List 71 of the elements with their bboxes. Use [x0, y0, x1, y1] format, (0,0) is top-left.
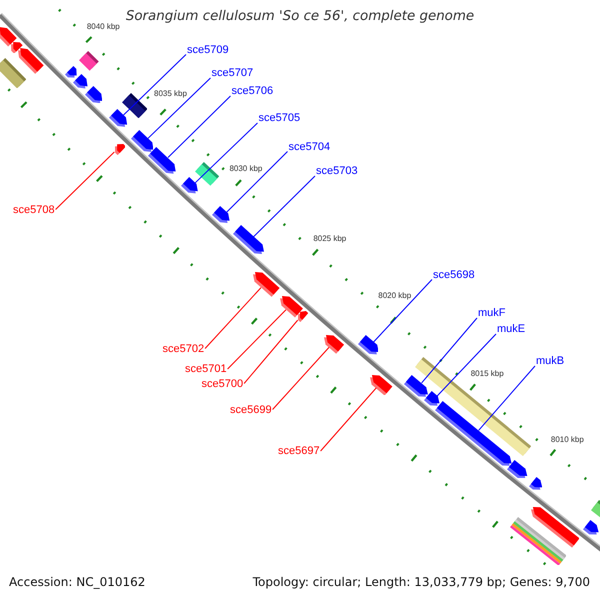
gene-block — [130, 130, 154, 152]
gene-label: sce5699 — [230, 404, 272, 416]
gene-block — [148, 146, 176, 174]
gene-block — [212, 206, 230, 224]
gene-label: sce5704 — [288, 140, 330, 154]
scale-label: 8020 kbp — [378, 291, 412, 300]
gene-block — [324, 335, 344, 354]
feature-bar — [194, 162, 219, 186]
gene-block — [108, 108, 127, 127]
gene-label: sce5703 — [316, 165, 358, 178]
gene-block — [358, 335, 378, 355]
scale-label: 8040 kbp — [86, 22, 120, 31]
leader-line — [436, 334, 496, 396]
gene-label: mukF — [478, 307, 506, 320]
genome-summary: Topology: circular; Length: 13,033,779 bp; Genes: 9,700 — [252, 575, 590, 589]
feature-bar — [122, 92, 148, 118]
scale-label: 8025 kbp — [313, 234, 346, 244]
leader-line — [244, 320, 298, 384]
striped-bar — [510, 516, 566, 566]
gene-label: sce5698 — [433, 268, 475, 282]
leader-line — [272, 346, 330, 410]
gene-block — [73, 74, 88, 89]
gene-block — [424, 391, 440, 406]
leader-line — [421, 318, 478, 384]
leader-line — [194, 122, 258, 184]
leader-line — [123, 54, 186, 116]
gene-block — [85, 86, 102, 103]
gene-label: sce5706 — [232, 85, 274, 98]
leader-line — [227, 309, 286, 370]
feature-bar — [415, 357, 532, 457]
gene-block — [18, 48, 44, 74]
gene-block — [370, 374, 393, 396]
gene-block — [280, 296, 303, 318]
accession-note: Accession: NC_010162 — [9, 575, 146, 589]
gene-block — [528, 477, 542, 490]
gene-label: mukE — [497, 323, 526, 336]
scale-label: 8030 kbp — [229, 164, 262, 173]
leader-line — [147, 78, 211, 139]
feature-bar — [79, 51, 99, 71]
gene-label: sce5709 — [187, 44, 229, 56]
gene-block — [65, 66, 77, 78]
gene-label: sce5697 — [278, 445, 320, 458]
gene-block — [583, 520, 599, 535]
leader-line — [226, 151, 288, 213]
scale-label: 8010 kbp — [550, 434, 584, 444]
gene-block — [253, 272, 280, 298]
gene-label: sce5708 — [13, 204, 55, 216]
leader-line — [168, 96, 231, 158]
leader-line — [55, 151, 115, 210]
gene-label: mukB — [536, 355, 564, 368]
leader-line — [478, 366, 536, 431]
gene-block — [404, 374, 428, 397]
scale-label: 8035 kbp — [154, 89, 187, 98]
scale-label: 8015 kbp — [470, 369, 504, 378]
gene-block — [507, 460, 528, 478]
leader-line — [320, 387, 377, 452]
gene-label: sce5707 — [212, 67, 254, 80]
gene-block — [181, 177, 198, 194]
feature-bar — [0, 58, 26, 88]
gene-label: sce5702 — [162, 342, 204, 356]
title: Sorangium cellulosum 'So ce 56', complete genome — [126, 9, 474, 25]
gene-block — [232, 224, 264, 254]
gene-block — [298, 311, 308, 322]
gene-label: sce5705 — [258, 112, 300, 125]
feature-bar — [590, 500, 600, 519]
gene-label: sce5701 — [185, 363, 227, 376]
leader-line — [372, 279, 432, 343]
leader-line — [204, 287, 262, 349]
leader-line — [253, 176, 316, 238]
gene-label: sce5700 — [202, 378, 244, 390]
gene-block — [114, 144, 126, 155]
